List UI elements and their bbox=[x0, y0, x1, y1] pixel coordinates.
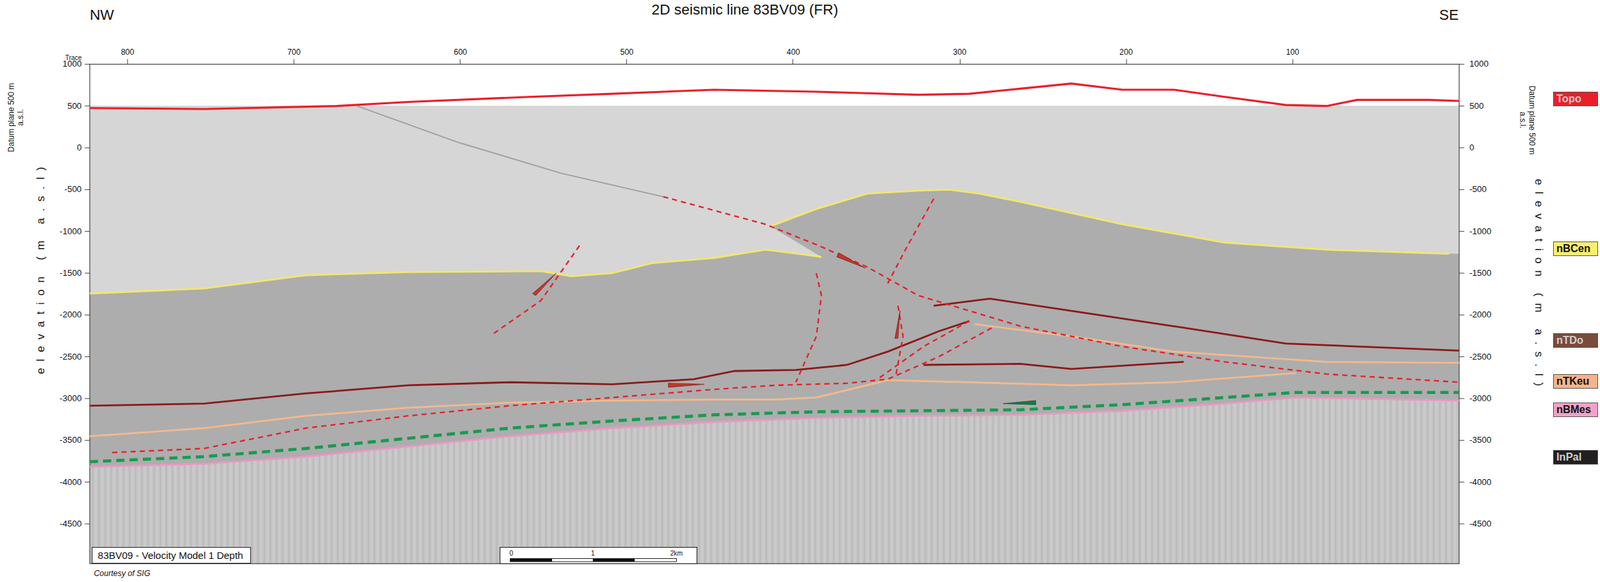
elevation-value: 1000 bbox=[1469, 59, 1489, 70]
model-label: 83BV09 - Velocity Model 1 Depth bbox=[97, 550, 245, 562]
elevation-value: 0 bbox=[76, 143, 82, 154]
axis-title: elevation (m a.s.l) bbox=[34, 160, 48, 375]
legend-swatch: Topo bbox=[1553, 91, 1599, 107]
credit-note: Courtesy of SIG bbox=[93, 569, 150, 580]
elevation-value: -3000 bbox=[1469, 393, 1492, 404]
elevation-value: 1000 bbox=[62, 59, 82, 70]
trace-number: 400 bbox=[786, 48, 800, 58]
legend-label: nBMes bbox=[1556, 404, 1591, 416]
lower-unit bbox=[89, 106, 1460, 565]
elevation-value: -4500 bbox=[1469, 519, 1492, 529]
elevation-value: -1000 bbox=[59, 226, 82, 237]
direction-label: SE bbox=[1439, 7, 1459, 24]
legend-swatch: nBMes bbox=[1553, 402, 1599, 418]
scale-value: 0 bbox=[509, 550, 514, 558]
elevation-value: -2500 bbox=[1469, 351, 1492, 362]
elevation-value: -1500 bbox=[59, 268, 82, 279]
trace-number: 200 bbox=[1119, 48, 1133, 58]
trace-number: 800 bbox=[120, 48, 135, 58]
horizon-nbmes bbox=[89, 397, 1460, 467]
topography-line bbox=[89, 83, 1460, 110]
elevation-value: -4000 bbox=[1469, 477, 1492, 488]
elevation-value: 0 bbox=[1469, 143, 1474, 154]
legend-swatch: nBCen bbox=[1553, 241, 1599, 257]
legend-label: Topo bbox=[1556, 93, 1582, 105]
title: 2D seismic line 83BV09 (FR) bbox=[651, 1, 838, 18]
trace-number: 500 bbox=[620, 48, 634, 58]
horizon-ntdo bbox=[89, 299, 1460, 407]
axis-title: elevation (m a.s.l) bbox=[1532, 178, 1546, 393]
trace-number: 300 bbox=[952, 48, 967, 58]
legend-label: nTDo bbox=[1556, 334, 1584, 347]
legend-swatch: InPal bbox=[1553, 450, 1599, 465]
elevation-value: -2000 bbox=[1469, 310, 1492, 321]
elevation-value: -2500 bbox=[59, 351, 82, 362]
elevation-value: -1000 bbox=[1469, 226, 1492, 237]
trace-number: 600 bbox=[453, 48, 467, 58]
elevation-value: -1500 bbox=[1469, 268, 1492, 279]
scale-bar bbox=[499, 547, 697, 564]
fault-trace bbox=[357, 106, 664, 197]
legend-label: nTKeu bbox=[1556, 375, 1590, 387]
plot-frame bbox=[89, 64, 1460, 564]
datum-note: Datum plane 500 m a.s.l. bbox=[7, 81, 26, 154]
elevation-value: -4500 bbox=[59, 519, 82, 529]
axis-ticks bbox=[84, 59, 1464, 525]
horizon-nbcen bbox=[770, 189, 1450, 254]
legend-label: nBCen bbox=[1556, 243, 1591, 255]
elevation-value: 500 bbox=[67, 101, 82, 111]
legend-swatch: nTDo bbox=[1553, 333, 1599, 348]
detachment-fault bbox=[89, 392, 1460, 463]
trace-number: 700 bbox=[287, 48, 301, 58]
direction-label: NW bbox=[89, 7, 115, 24]
legend-label: InPal bbox=[1556, 451, 1582, 463]
elevation-value: -500 bbox=[64, 184, 82, 195]
scale-value: 1 bbox=[591, 550, 595, 558]
datum-note: Datum plane 500 m a.s.l. bbox=[1517, 83, 1536, 157]
upper-unit bbox=[89, 106, 1460, 294]
fault-line bbox=[112, 196, 1460, 453]
scale-value: 2km bbox=[670, 550, 683, 558]
elevation-value: -3000 bbox=[59, 393, 82, 404]
trace-number: 100 bbox=[1285, 48, 1299, 58]
elevation-value: -3500 bbox=[1469, 435, 1492, 446]
elevation-value: 500 bbox=[1469, 101, 1484, 111]
basement bbox=[89, 397, 1460, 564]
slip-arrow bbox=[532, 252, 1037, 405]
elevation-value: -3500 bbox=[59, 435, 82, 446]
horizon-nbcen bbox=[89, 249, 822, 294]
legend-swatch: nTKeu bbox=[1553, 374, 1599, 389]
elevation-value: -500 bbox=[1469, 184, 1487, 195]
elevation-value: -2000 bbox=[59, 310, 82, 321]
model-label-box: 83BV09 - Velocity Model 1 Depth bbox=[91, 547, 251, 564]
elevation-value: -4000 bbox=[59, 477, 82, 488]
